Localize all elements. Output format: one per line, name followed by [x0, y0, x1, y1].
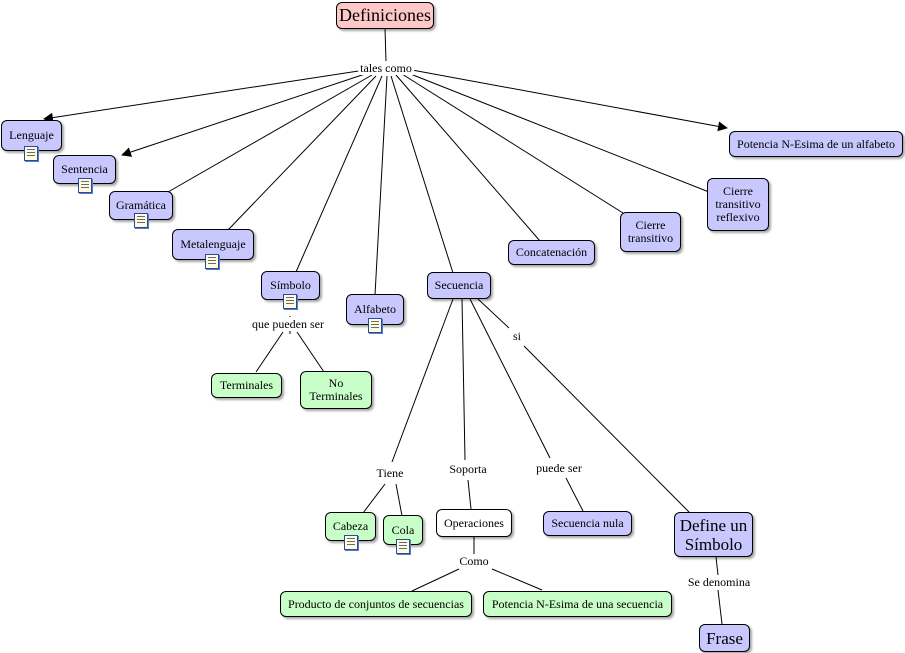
- edge-terminales: [255, 331, 284, 373]
- edge-definiciones-talescomo: [384, 27, 387, 63]
- document-icon[interactable]: [283, 294, 297, 309]
- concept-producto-conjuntos[interactable]: Producto de conjuntos de secuencias: [280, 591, 472, 617]
- edge-cola: [395, 483, 403, 517]
- edge-metalenguaje: [227, 75, 377, 231]
- edge-potencia-alfabeto: [411, 69, 728, 132]
- concept-frase[interactable]: Frase: [699, 624, 750, 652]
- edge-sentencia: [121, 72, 369, 157]
- link-label-como: Como: [457, 554, 491, 568]
- edge-cierre-reflexivo: [407, 72, 710, 193]
- link-label-se-denomina: Se denomina: [685, 575, 753, 589]
- edge-cierre-transitivo: [401, 73, 624, 214]
- edge-simbolo: [295, 75, 383, 273]
- document-icon[interactable]: [205, 254, 219, 269]
- edge-si-b: [523, 345, 691, 514]
- link-label-que-pueden-ser: que pueden ser: [250, 317, 326, 331]
- edge-cabeza: [362, 483, 386, 514]
- edge-alfabeto: [374, 75, 388, 296]
- concept-potencia-secuencia[interactable]: Potencia N-Esima de una secuencia: [483, 591, 672, 617]
- document-icon[interactable]: [368, 318, 382, 333]
- document-icon[interactable]: [344, 535, 358, 550]
- concept-terminales[interactable]: Terminales: [211, 373, 282, 398]
- edge-producto: [411, 568, 460, 592]
- edge-puedeser: [469, 298, 551, 459]
- edge-tiene: [391, 298, 454, 463]
- document-icon[interactable]: [134, 213, 148, 228]
- edge-potencia-secuencia: [491, 568, 543, 591]
- concept-define-simbolo[interactable]: Define un Símbolo: [674, 512, 753, 557]
- edge-define-sedenomina: [715, 556, 719, 576]
- edge-secuencia: [390, 75, 454, 274]
- concept-operaciones[interactable]: Operaciones: [436, 509, 512, 537]
- edge-soporta: [461, 298, 466, 461]
- concept-cierre-transitivo[interactable]: Cierre transitivo: [620, 212, 681, 252]
- concept-secuencia[interactable]: Secuencia: [427, 272, 491, 299]
- concept-lenguaje[interactable]: Lenguaje: [1, 120, 62, 151]
- document-icon[interactable]: [24, 146, 38, 161]
- edge-concatenacion: [395, 74, 541, 242]
- edge-si-a: [477, 298, 510, 329]
- edge-frase: [717, 589, 723, 625]
- link-label-soporta: Soporta: [447, 462, 489, 476]
- edge-secuencianula: [565, 477, 584, 512]
- document-icon[interactable]: [78, 178, 92, 193]
- concept-definiciones[interactable]: Definiciones: [336, 2, 434, 29]
- edge-gramatica: [167, 74, 373, 193]
- edge-operaciones: [467, 479, 472, 510]
- concept-potencia-alfabeto[interactable]: Potencia N-Esima de un alfabeto: [729, 131, 903, 157]
- concept-cola[interactable]: Cola: [383, 515, 423, 545]
- concept-secuencia-nula[interactable]: Secuencia nula: [543, 511, 632, 536]
- edge-lenguaje: [43, 69, 366, 123]
- link-label-puede-ser: puede ser: [534, 461, 584, 475]
- concept-no-terminales[interactable]: No Terminales: [300, 371, 372, 409]
- link-label-si: si: [510, 329, 524, 343]
- document-icon[interactable]: [396, 539, 410, 554]
- concept-cierre-transitivo-reflexivo[interactable]: Cierre transitivo reflexivo: [707, 178, 769, 231]
- link-label-tales-como: tales como: [358, 61, 414, 75]
- link-label-tiene: Tiene: [374, 466, 406, 480]
- concept-concatenacion[interactable]: Concatenación: [508, 240, 595, 265]
- edge-noterminales: [296, 331, 325, 373]
